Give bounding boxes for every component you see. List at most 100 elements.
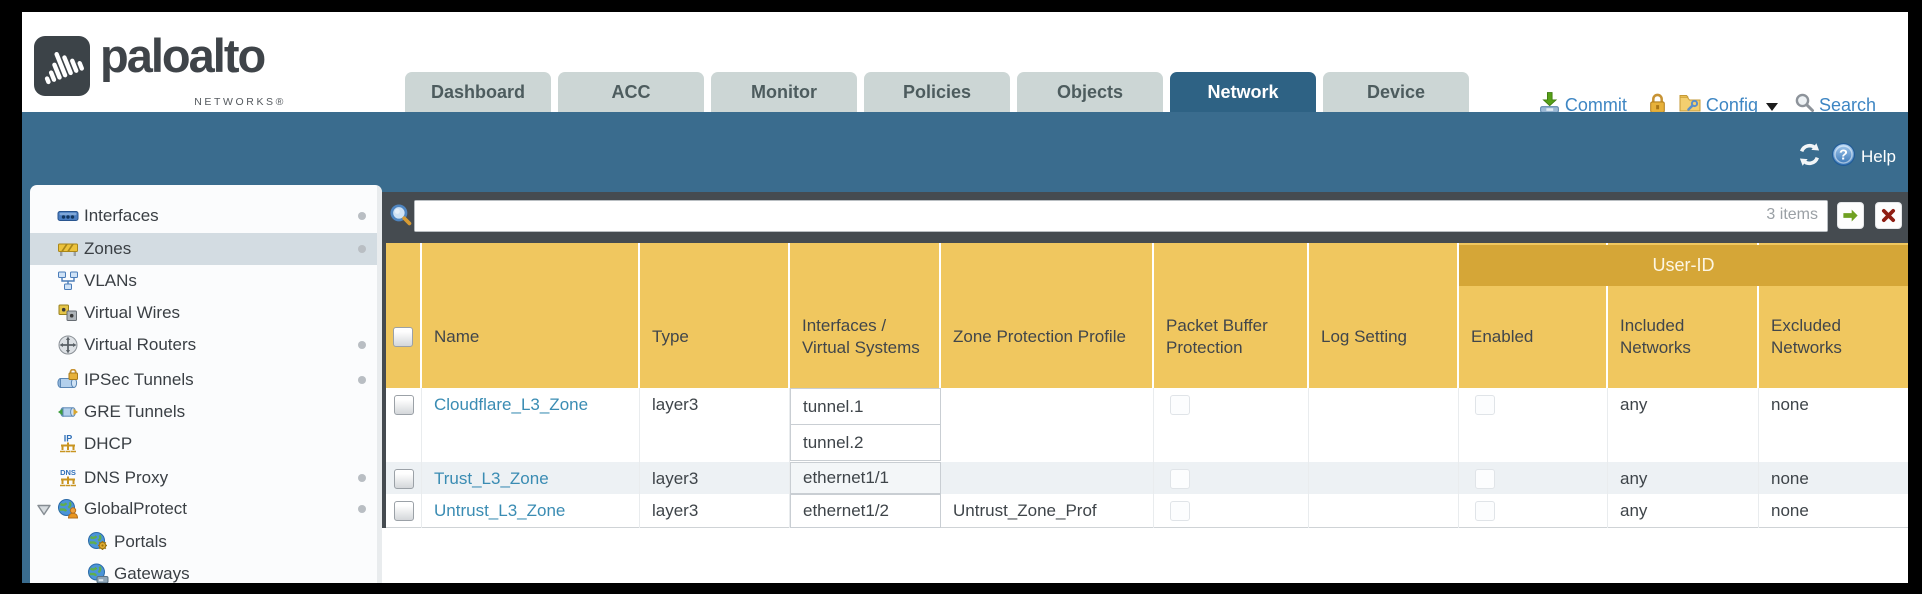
config-icon (1678, 92, 1702, 119)
user-id-group-header: User-ID (1459, 245, 1908, 286)
row-select-cell (386, 388, 422, 462)
tab-objects[interactable]: Objects (1017, 72, 1163, 112)
zone-interfaces-cell: ethernet1/2 (790, 494, 941, 528)
sidebar-item-vlans[interactable]: VLANs (30, 265, 382, 297)
sidebar-item-label: Virtual Routers (84, 335, 197, 354)
sidebar-item-virtual-routers[interactable]: Virtual Routers (30, 329, 382, 361)
zone-name-link[interactable]: Untrust_L3_Zone (434, 501, 566, 520)
packet-buffer-protection-checkbox[interactable] (1170, 395, 1190, 415)
packet-buffer-protection-checkbox[interactable] (1170, 501, 1190, 521)
packet-buffer-protection-checkbox[interactable] (1170, 469, 1190, 489)
column-header-type[interactable]: Type (640, 243, 790, 388)
status-dot (358, 376, 366, 384)
user-id-enabled-cell (1459, 494, 1608, 528)
svg-text:DNS: DNS (60, 468, 76, 477)
zone-name-cell: Untrust_L3_Zone (422, 494, 640, 528)
tab-acc[interactable]: ACC (558, 72, 704, 112)
tab-policies[interactable]: Policies (864, 72, 1010, 112)
column-header-packet-buffer-protection[interactable]: Packet Buffer Protection (1154, 243, 1309, 388)
config-menu[interactable]: Config (1705, 94, 1758, 115)
column-header-enabled[interactable]: Enabled (1459, 243, 1608, 388)
svg-text:IP: IP (64, 434, 73, 444)
sidebar-item-portals[interactable]: Portals (30, 526, 382, 558)
sidebar-item-label: Virtual Wires (84, 303, 181, 322)
chevron-down-icon[interactable] (1765, 102, 1778, 111)
zone-protection-profile-cell (941, 462, 1154, 494)
interfaces-icon (56, 204, 80, 228)
filter-input-wrap: 3 items (414, 200, 1828, 232)
filter-input[interactable] (415, 201, 1827, 231)
status-dot (358, 474, 366, 482)
lock-icon[interactable] (1647, 92, 1668, 119)
expander-triangle-icon[interactable] (36, 502, 52, 522)
sidebar-item-label: IPSec Tunnels (84, 370, 194, 389)
sidebar-item-interfaces[interactable]: Interfaces (30, 200, 382, 232)
user-id-enabled-cell (1459, 388, 1608, 462)
row-checkbox[interactable] (393, 501, 414, 521)
help-icon[interactable]: ? (1831, 142, 1856, 172)
row-checkbox[interactable] (393, 469, 414, 489)
sidebar-item-gre-tunnels[interactable]: GRE Tunnels (30, 396, 382, 428)
included-networks-cell: any (1608, 494, 1759, 528)
interface-cell: tunnel.2 (790, 424, 941, 461)
sidebar-item-label: Interfaces (84, 206, 159, 225)
sidebar-item-zones[interactable]: Zones (30, 233, 382, 265)
ipsec-tunnels-icon (56, 368, 80, 392)
sidebar-item-ipsec-tunnels[interactable]: IPSec Tunnels (30, 364, 382, 396)
column-header-log-setting[interactable]: Log Setting (1309, 243, 1459, 388)
top-action-links: Commit Config (1538, 86, 1880, 124)
commit-icon (1538, 91, 1561, 119)
brand-wordmark: paloalto (100, 29, 266, 82)
column-header-included-networks[interactable]: Included Networks (1608, 243, 1759, 388)
sidebar-item-label: VLANs (84, 271, 137, 290)
column-header-zone-protection-profile[interactable]: Zone Protection Profile (941, 243, 1154, 388)
help-link[interactable]: Help (1861, 147, 1896, 166)
log-setting-cell (1309, 388, 1459, 462)
sidebar-item-gateways[interactable]: Gateways (30, 558, 382, 583)
dhcp-icon: IP (56, 432, 80, 456)
sidebar-item-label: Gateways (114, 564, 190, 583)
row-select-cell (386, 494, 422, 528)
sidebar-item-label: GRE Tunnels (84, 402, 186, 421)
user-id-enabled-checkbox[interactable] (1475, 469, 1495, 489)
tab-device[interactable]: Device (1323, 72, 1469, 112)
tab-network[interactable]: Network (1170, 72, 1316, 112)
zone-name-link[interactable]: Trust_L3_Zone (434, 469, 549, 488)
column-header-excluded-networks[interactable]: Excluded Networks (1771, 315, 1842, 357)
tab-dashboard[interactable]: Dashboard (405, 72, 551, 112)
tab-monitor[interactable]: Monitor (711, 72, 857, 112)
status-dot (358, 245, 366, 253)
column-header-interfaces[interactable]: Interfaces / Virtual Systems (790, 243, 941, 388)
sidebar-item-virtual-wires[interactable]: Virtual Wires (30, 297, 382, 329)
row-checkbox[interactable] (393, 395, 414, 415)
sidebar-item-label: DHCP (84, 434, 133, 453)
sidebar-item-globalprotect[interactable]: GlobalProtect (30, 493, 382, 525)
apply-filter-button[interactable] (1837, 202, 1864, 229)
user-id-enabled-checkbox[interactable] (1475, 501, 1495, 521)
column-header-name[interactable]: Name (422, 243, 640, 388)
status-dot (358, 341, 366, 349)
paloalto-logo-icon (33, 34, 91, 103)
interface-cell: tunnel.1 (790, 388, 941, 425)
filter-toolbar: 3 items (382, 192, 1908, 240)
clear-filter-button[interactable] (1875, 202, 1902, 229)
search-link[interactable]: Search (1818, 94, 1876, 115)
search-icon (1794, 92, 1815, 118)
refresh-icon[interactable] (1797, 142, 1822, 172)
zone-name-link[interactable]: Cloudflare_L3_Zone (434, 395, 589, 414)
filter-search-icon[interactable] (389, 203, 414, 233)
user-id-enabled-checkbox[interactable] (1475, 395, 1495, 415)
portals-icon (86, 530, 110, 554)
commit-button[interactable]: Commit (1564, 94, 1627, 115)
select-all-checkbox[interactable] (393, 327, 413, 347)
packet-buffer-protection-cell (1154, 388, 1309, 462)
sidebar-item-dhcp[interactable]: IP DHCP (30, 428, 382, 460)
